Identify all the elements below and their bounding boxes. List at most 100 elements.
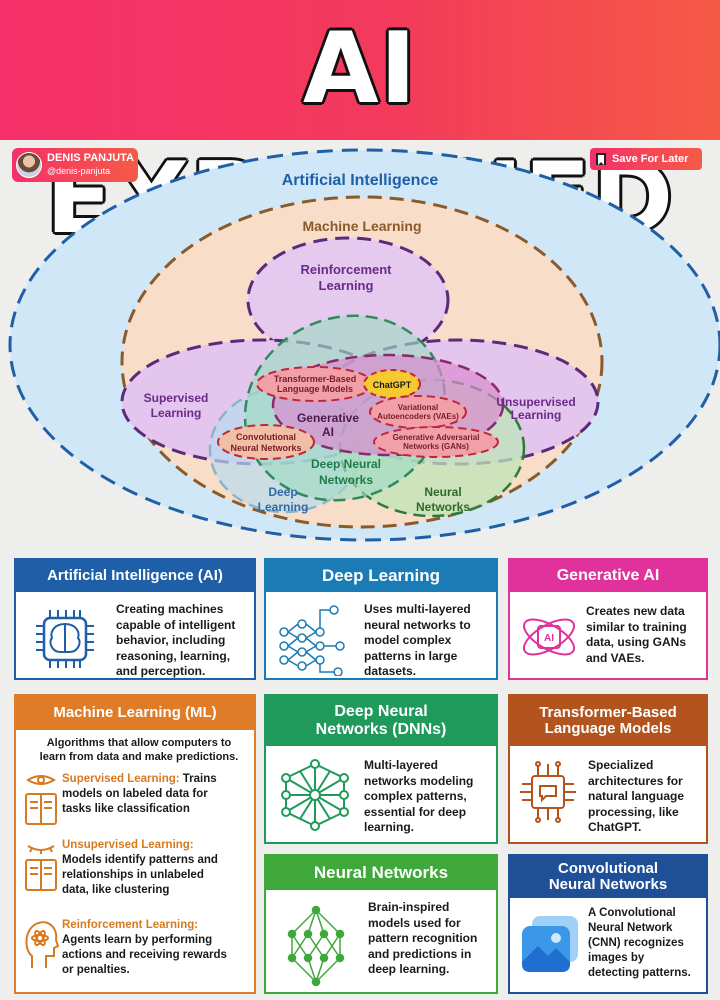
card-dnn-line: essential for deep [364,804,467,819]
card-ai-title: Artificial Intelligence (AI) [16,560,254,592]
author-name: DENIS PANJUTA [47,152,134,164]
label-chatgpt: ChatGPT [373,380,412,390]
card-ml-unsupervised: Unsupervised Learning: Models identify p… [62,838,256,898]
card-cnn-text: A Convolutional Neural Network (CNN) rec… [588,906,708,981]
label-vae-2: Autoencoders (VAEs) [377,412,459,421]
card-nn-line: models used for [368,915,461,930]
network-mesh-icon [281,759,349,831]
card-dl-line: model complex [364,633,452,648]
card-ml-title: Machine Learning (ML) [16,696,254,730]
card-ai-line: capable of intelligent [116,617,236,632]
card-nn-line: pattern recognition [368,931,478,946]
card-deep-neural-networks: Deep Neural Networks (DNNs) Multi-layere… [264,694,498,844]
label-sl-1: Supervised [144,391,209,405]
card-ml-intro: Algorithms that allow computers to learn… [24,736,254,765]
card-tr-line: ChatGPT. [588,820,642,835]
ai-orbit-icon: AI [523,618,575,656]
card-gen-line: Creates new data [586,604,685,618]
card-dl-line: datasets. [364,664,417,679]
card-ai-line: reasoning, learning, [116,648,231,663]
card-transformer-models: Transformer-Based Language Models Specia… [508,694,708,844]
bookmark-icon [596,153,606,165]
card-dnn-title-line: Deep Neural [334,703,428,721]
card-tr-title: Transformer-Based Language Models [510,696,706,746]
card-tr-line: processing, like [588,804,679,819]
label-nn-1: Neural [424,485,461,499]
supervised-line: tasks like classification [62,802,190,815]
card-ai-line: Creating machines [116,602,224,616]
card-cnn-line: images by [588,951,645,964]
card-dnn-line: Multi-layered [364,758,439,772]
card-ai-text: Creating machines capable of intelligent… [116,602,256,680]
svg-text:AI: AI [544,633,554,644]
card-dnn-line: complex patterns, [364,789,467,804]
unsupervised-line: data, like clustering [62,883,170,896]
card-ai-line: and perception. [116,664,206,679]
label-ai: Artificial Intelligence [282,172,439,189]
card-nn-title: Neural Networks [266,856,496,890]
label-sl-2: Learning [151,406,202,420]
label-cnn-1: Convolutional [236,432,296,442]
image-gallery-icon [522,916,578,972]
card-dl-line: patterns in large [364,648,458,663]
save-for-later-button[interactable]: Save For Later [590,148,702,170]
card-nn-line: and predictions in [368,946,472,961]
card-tr-line: architectures for [588,773,683,788]
label-gen-2: AI [322,425,334,439]
ellipse-gan [373,426,499,458]
card-dnn-title-line: Networks (DNNs) [315,721,447,738]
card-tr-title-line: Transformer-Based [539,703,677,721]
card-deep-learning: Deep Learning Uses multi-layered neural … [264,558,498,680]
reinforcement-title: Reinforcement Learning: [62,919,199,931]
card-machine-learning: Machine Learning (ML) Algorithms that al… [14,694,256,994]
reinforcement-line: Agents learn by performing [62,933,213,946]
card-cnn-title-line: Convolutional [558,859,658,877]
supervised-title: Supervised Learning: [62,773,180,785]
card-cnn-line: (CNN) recognizes [588,936,684,949]
author-handle: @denis-panjuta [47,166,111,176]
card-cnn-title: Convolutional Neural Networks [510,856,706,898]
label-gen-1: Generative [297,411,359,425]
chat-chip-icon [520,761,576,823]
ellipse-cnn [217,424,315,460]
card-gen-title: Generative AI [510,560,706,592]
head-atom-icon [25,921,60,968]
label-vae-1: Variational [398,403,438,412]
card-ml-intro-line: learn from data and make predictions. [39,751,239,764]
card-dl-line: neural networks to [364,617,471,632]
card-neural-networks: Neural Networks Brain-inspired models us… [264,854,498,994]
card-tr-text: Specialized architectures for natural la… [588,758,708,836]
label-dnn-1: Deep Neural [311,457,381,471]
label-rl-1: Reinforcement [300,262,392,277]
card-tr-title-line: Language Models [544,720,672,737]
card-ml-supervised: Supervised Learning: Trains models on la… [62,772,256,817]
card-convolutional-networks: Convolutional Neural Networks A Convolut… [508,854,708,994]
reinforcement-line: actions and receiving rewards [62,948,227,961]
card-gen-line: similar to training [586,619,687,634]
card-generative-ai: Generative AI AI Creates new data simila… [508,558,708,680]
card-gen-line: data, using GANs [586,635,687,650]
supervised-line: Trains [182,773,217,785]
unsupervised-line: Models identify patterns and [62,853,218,866]
card-dnn-line: learning. [364,820,415,835]
label-ml: Machine Learning [302,218,421,234]
card-nn-line: deep learning. [368,962,450,977]
neural-network-icon [287,905,345,987]
ai-venn-diagram: Artificial Intelligence Machine Learning… [8,148,720,542]
card-dl-text: Uses multi-layered neural networks to mo… [364,602,496,680]
author-badge[interactable]: DENIS PANJUTA @denis-panjuta [12,148,138,182]
label-dl-1: Deep [268,485,297,499]
card-ml-reinforcement: Reinforcement Learning: Agents learn by … [62,918,256,978]
label-gan-2: Networks (GANs) [403,442,469,451]
label-gan-1: Generative Adversarial [393,433,480,442]
card-nn-text: Brain-inspired models used for pattern r… [368,900,496,978]
card-ml-intro-line: Algorithms that allow computers to [46,737,232,749]
label-cnn-2: Neural Networks [230,443,301,453]
label-transformer-1: Transformer-Based [274,374,357,384]
card-ai: Artificial Intelligence (AI) Creating ma… [14,558,256,680]
label-rl-2: Learning [319,278,374,293]
unsupervised-line: relationships in unlabeled [62,868,204,881]
card-tr-line: natural language [588,789,685,804]
book-eye-icon [25,775,57,825]
label-ul-1: Unsupervised [496,395,575,409]
